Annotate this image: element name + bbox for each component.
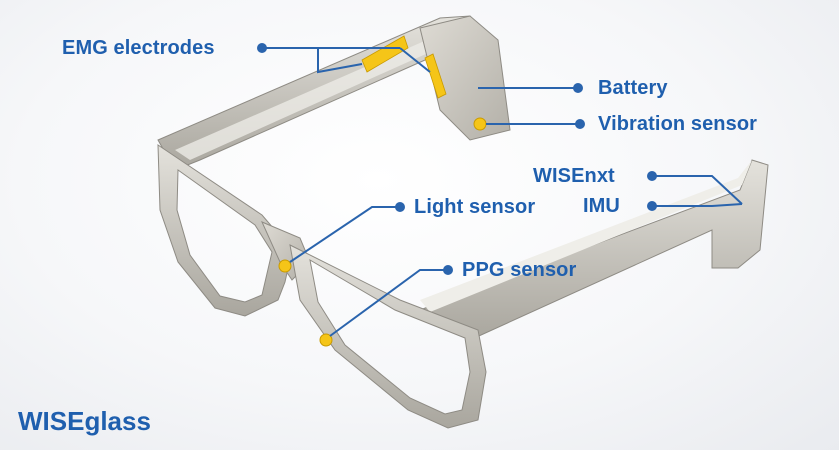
label-battery: Battery <box>598 77 668 99</box>
endpoint-wisenxt <box>647 171 657 181</box>
vibration-sensor-dot <box>473 117 487 131</box>
leader-wisenxt <box>652 175 743 205</box>
product-title: WISEglass <box>18 406 151 436</box>
endpoint-vibration <box>575 119 585 129</box>
leader-light <box>289 206 396 263</box>
label-ppg-sensor: PPG sensor <box>462 259 577 281</box>
leader-ppg <box>329 269 446 337</box>
label-vibration-sensor: Vibration sensor <box>598 113 758 135</box>
endpoint-battery <box>573 83 583 93</box>
ppg-sensor-dot <box>319 333 333 347</box>
leader-emg-2 <box>399 47 431 73</box>
endpoint-light <box>395 202 405 212</box>
endpoint-emg <box>257 43 267 53</box>
light-sensor-dot <box>278 259 292 273</box>
label-wisenxt: WISEnxt <box>533 165 615 187</box>
right-lens-rim <box>289 244 487 429</box>
endpoint-ppg <box>443 265 453 275</box>
battery-pod <box>419 15 511 141</box>
right-temple-top <box>420 160 752 312</box>
emg-electrode-2 <box>424 53 447 99</box>
leader-imu <box>652 203 743 207</box>
left-temple-inner <box>175 32 448 160</box>
label-light-sensor: Light sensor <box>414 196 536 218</box>
label-imu: IMU <box>583 195 620 217</box>
endpoint-imu <box>647 201 657 211</box>
emg-electrode-1 <box>361 35 409 73</box>
label-emg-electrodes: EMG electrodes <box>62 37 215 59</box>
leader-emg <box>262 47 363 74</box>
